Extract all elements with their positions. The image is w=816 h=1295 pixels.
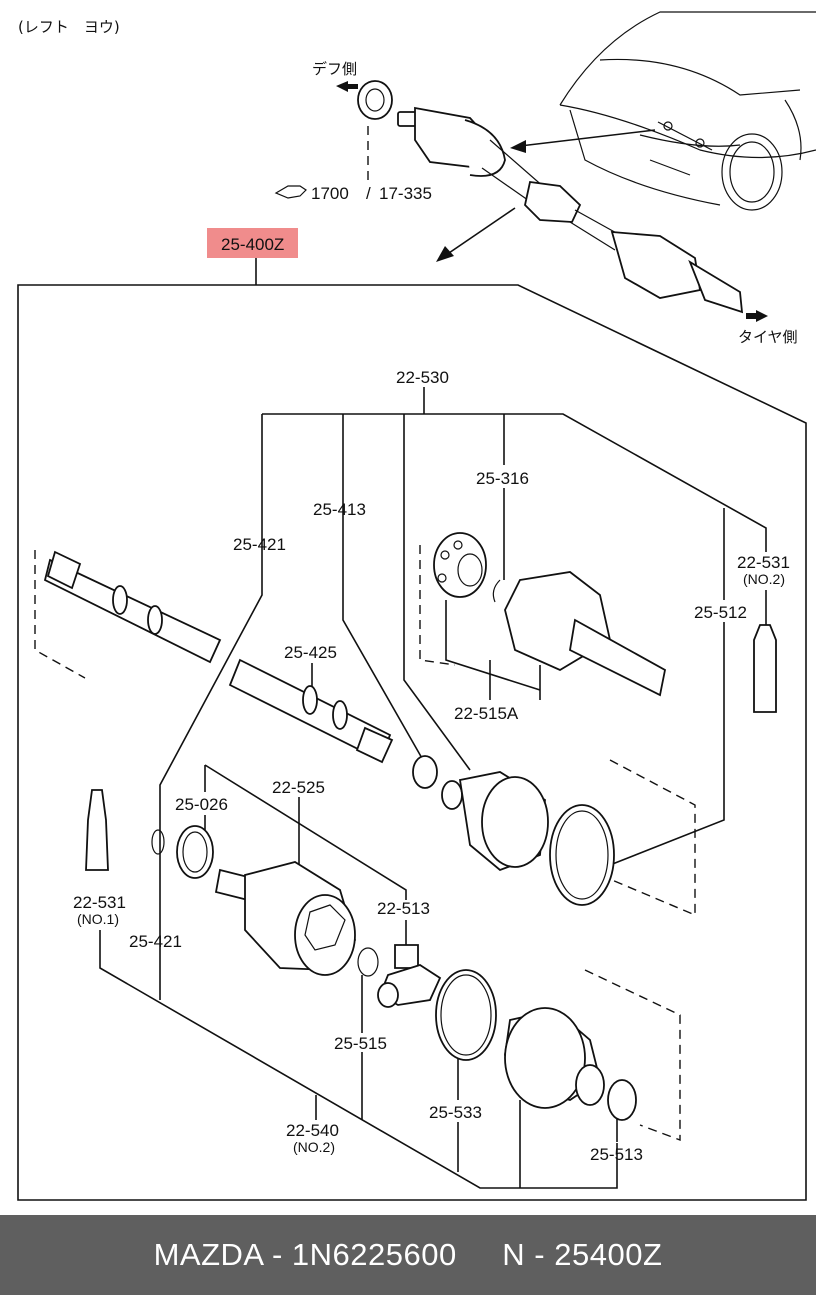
label-25-512[interactable]: 25-512 <box>694 603 747 622</box>
tripod-joint <box>377 944 442 1008</box>
car-illustration <box>559 11 816 211</box>
tire-side-arrow: タイヤ側 <box>738 310 798 346</box>
part-labels: 22-530 25-316 25-413 25-421 22-531 (NO.2… <box>73 368 790 1164</box>
label-22-540-sub: (NO.2) <box>293 1139 335 1155</box>
diff-side-arrow: デフ側 <box>312 60 358 92</box>
footer-bar: MAZDA - 1N6225600 N - 25400Z <box>0 1215 816 1295</box>
boot-band-large <box>435 969 497 1061</box>
inner-boot <box>504 969 681 1142</box>
label-25-026[interactable]: 25-026 <box>175 795 228 814</box>
side-label: (レフト ヨウ) <box>18 18 120 36</box>
outer-cv-joint <box>419 532 667 697</box>
label-25-425[interactable]: 25-425 <box>284 643 337 662</box>
circlip <box>357 947 379 977</box>
label-22-531-no1-sub: (NO.1) <box>77 911 119 927</box>
label-25-513[interactable]: 25-513 <box>590 1145 643 1164</box>
label-22-531-no2[interactable]: 22-531 <box>737 553 790 572</box>
svg-text:/: / <box>366 184 371 203</box>
label-22-531-no2-sub: (NO.2) <box>743 571 785 587</box>
label-25-421-upper[interactable]: 25-421 <box>233 535 286 554</box>
label-22-525[interactable]: 22-525 <box>272 778 325 797</box>
label-25-533[interactable]: 25-533 <box>429 1103 482 1122</box>
pointing-hand-icon <box>274 185 307 199</box>
shaft-short <box>228 658 394 764</box>
diff-side-label: デフ側 <box>312 60 357 78</box>
label-22-540[interactable]: 22-540 <box>286 1121 339 1140</box>
assembly-highlight <box>207 228 298 258</box>
retainer-ring-left <box>151 829 165 855</box>
small-clamp-lower <box>607 1079 637 1121</box>
arrow-to-car-shaft <box>436 129 656 262</box>
ref-pointer: 1700 / 17-335 <box>274 184 432 203</box>
drive-shaft-top <box>397 106 744 314</box>
boot-clamp-upper <box>412 755 438 789</box>
assembly-code[interactable]: 25-400Z <box>221 235 284 254</box>
grease-tube-left <box>85 789 109 871</box>
label-25-421-lower[interactable]: 25-421 <box>129 932 182 951</box>
shaft-long <box>34 550 222 679</box>
label-22-531-no1[interactable]: 22-531 <box>73 893 126 912</box>
footer-part-number: MAZDA - 1N6225600 N - 25400Z <box>153 1237 663 1272</box>
ref-main: 1700 <box>311 184 349 203</box>
label-25-413[interactable]: 25-413 <box>313 500 366 519</box>
outer-boot <box>441 759 696 917</box>
oil-seal-inner <box>176 825 214 879</box>
ref-sub: 17-335 <box>379 184 432 203</box>
label-25-515[interactable]: 25-515 <box>334 1034 387 1053</box>
label-22-530[interactable]: 22-530 <box>396 368 449 387</box>
grease-tube-right <box>753 624 777 713</box>
label-22-513[interactable]: 22-513 <box>377 899 430 918</box>
seal-top <box>357 80 393 180</box>
tire-side-label: タイヤ側 <box>738 328 798 346</box>
inner-joint-housing <box>214 861 357 976</box>
label-25-316[interactable]: 25-316 <box>476 469 529 488</box>
parts-diagram: (レフト ヨウ) デフ <box>17 11 816 1201</box>
assembly-frame <box>17 258 807 1201</box>
leader-lines <box>99 387 767 1189</box>
label-22-515a[interactable]: 22-515A <box>454 704 519 723</box>
